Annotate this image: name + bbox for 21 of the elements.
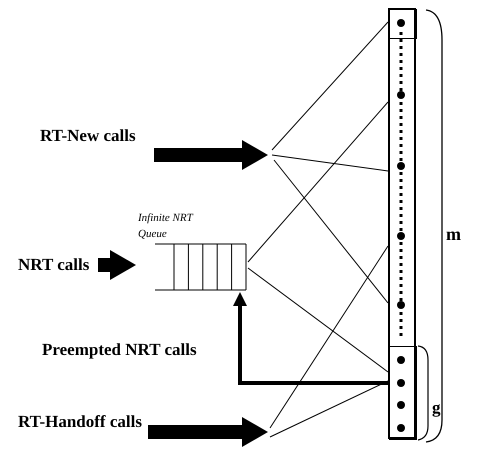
brace-label: g bbox=[432, 398, 440, 418]
connector-line bbox=[248, 268, 388, 372]
channel-group bbox=[389, 9, 417, 39]
queue-title: Infinite NRT Queue bbox=[138, 211, 194, 242]
edge-label: Preempted NRT calls bbox=[42, 340, 197, 360]
connector-line bbox=[270, 246, 388, 428]
connector-line bbox=[272, 22, 388, 150]
connector-line bbox=[248, 102, 388, 262]
brace-label: m bbox=[446, 224, 461, 245]
thick-arrow bbox=[154, 140, 268, 170]
thick-arrow bbox=[148, 417, 268, 447]
connector-line bbox=[270, 380, 388, 438]
call-source-label: RT-New calls bbox=[40, 126, 136, 146]
call-source-label: NRT calls bbox=[18, 255, 90, 275]
channel-group bbox=[389, 346, 417, 440]
thick-arrow bbox=[98, 250, 136, 280]
connector-line bbox=[272, 154, 388, 172]
channel-column bbox=[388, 8, 416, 439]
connector-line bbox=[274, 160, 388, 304]
thick-arrow bbox=[233, 292, 388, 385]
call-source-label: RT-Handoff calls bbox=[18, 412, 142, 432]
